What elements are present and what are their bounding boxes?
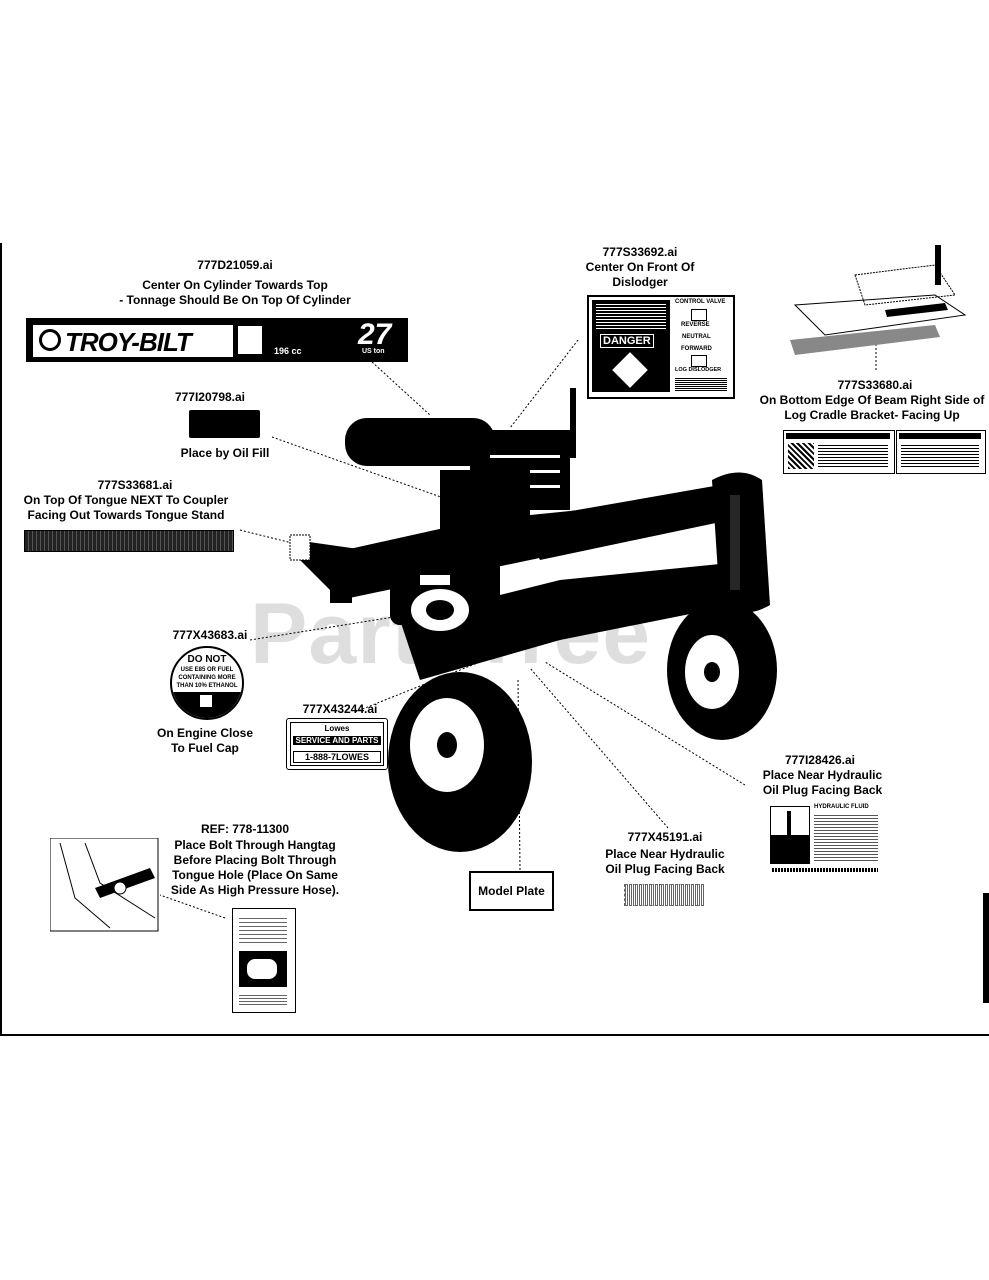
callout-code-tongue: 777S33681.ai bbox=[97, 478, 173, 492]
edge-mark bbox=[983, 893, 989, 1003]
callout-text-hydraulic-back-2: Oil Plug Facing Back bbox=[762, 783, 883, 797]
sun-logo-icon bbox=[238, 326, 262, 354]
engine bbox=[390, 545, 500, 633]
lowes-top: Lowes bbox=[324, 724, 350, 733]
leader-cylinder bbox=[371, 361, 431, 416]
callout-code-dislodger: 777S33692.ai bbox=[602, 245, 678, 259]
donot-line1: DO NOT bbox=[187, 654, 227, 665]
model-plate-box: Model Plate bbox=[469, 871, 554, 911]
donot-line3: CONTAINING MORE bbox=[178, 675, 236, 681]
leader-hydraulic-plug bbox=[529, 667, 669, 829]
cv-reverse: REVERSE bbox=[681, 322, 710, 328]
callout-code-log-cradle: 777S33680.ai bbox=[837, 378, 913, 392]
down-arrow-icon bbox=[691, 355, 707, 367]
troybilt-ton-unit: US ton bbox=[362, 348, 385, 355]
callout-text-log-cradle-2: Log Cradle Bracket- Facing Up bbox=[784, 408, 960, 422]
callout-text-log-cradle-1: On Bottom Edge Of Beam Right Side of bbox=[759, 393, 985, 407]
cv-neutral: NEUTRAL bbox=[682, 334, 711, 340]
troybilt-engine: 196 cc bbox=[274, 346, 302, 356]
log-cradle-decal-left bbox=[783, 430, 895, 474]
callout-code-fuel-cap: 777X43683.ai bbox=[172, 628, 248, 642]
callout-text-cylinder-2: - Tonnage Should Be On Top Of Cylinder bbox=[119, 293, 351, 307]
fuel-pump-icon bbox=[200, 695, 212, 707]
callout-text-tongue-1: On Top Of Tongue NEXT To Coupler bbox=[23, 493, 229, 507]
callout-text-hangtag-4: Side As High Pressure Hose). bbox=[170, 883, 340, 897]
donot-line2: USE E85 OR FUEL bbox=[180, 667, 234, 673]
callout-text-hydraulic-plug-2: Oil Plug Facing Back bbox=[605, 862, 725, 876]
log-cradle-decal-right bbox=[896, 430, 986, 474]
hazard-icon bbox=[612, 352, 648, 388]
lowes-mid: SERVICE AND PARTS bbox=[293, 736, 381, 745]
model-plate-label: Model Plate bbox=[478, 884, 545, 898]
up-arrow-icon bbox=[691, 309, 707, 321]
callout-text-cylinder-1: Center On Cylinder Towards Top bbox=[142, 278, 328, 292]
diagram-frame bbox=[0, 243, 989, 1036]
log-cradle-detail-sketch bbox=[785, 245, 985, 375]
troybilt-brand: TROY-BILT bbox=[65, 327, 192, 357]
callout-text-dislodger-2: Dislodger bbox=[612, 275, 668, 289]
callout-code-hydraulic-back: 777I28426.ai bbox=[784, 753, 856, 767]
callout-text-oil-fill: Place by Oil Fill bbox=[180, 446, 270, 460]
hangtag-decal bbox=[232, 908, 296, 1013]
leader-hydraulic-back bbox=[544, 661, 746, 786]
callout-code-hydraulic-plug: 777X45191.ai bbox=[627, 830, 703, 844]
control-valve-title: CONTROL VALVE bbox=[675, 299, 726, 305]
callout-code-lowes: 777X43244.ai bbox=[302, 702, 378, 716]
hydraulic-plug-decal bbox=[624, 884, 704, 906]
callout-text-hangtag-2: Before Placing Bolt Through bbox=[173, 853, 337, 867]
cv-dislodger: LOG DISLODGER bbox=[675, 367, 722, 373]
cv-forward: FORWARD bbox=[681, 346, 712, 352]
troybilt-logo-icon bbox=[39, 329, 61, 351]
left-wheel bbox=[388, 672, 532, 852]
callout-text-hangtag-3: Tongue Hole (Place On Same bbox=[172, 868, 338, 882]
troybilt-decal: TROY-BILT 196 cc 27 US ton bbox=[26, 318, 408, 362]
tongue bbox=[289, 534, 400, 603]
danger-word: DANGER bbox=[600, 334, 654, 348]
fuel-warning-decal: DO NOT USE E85 OR FUEL CONTAINING MORE T… bbox=[170, 646, 244, 720]
callout-code-cylinder: 777D21059.ai bbox=[197, 258, 273, 272]
callout-code-oil-fill: 777I20798.ai bbox=[174, 390, 246, 404]
leader-fuel-cap bbox=[249, 611, 426, 641]
hydraulic-cylinder bbox=[345, 388, 576, 540]
callout-text-fuel-cap-2: To Fuel Cap bbox=[171, 741, 239, 755]
lowes-service-decal: Lowes SERVICE AND PARTS 1-888-7LOWES bbox=[286, 718, 388, 770]
callout-text-dislodger-1: Center On Front Of bbox=[585, 260, 695, 274]
leader-hangtag bbox=[159, 894, 226, 919]
right-wheel bbox=[667, 600, 777, 740]
hydraulic-fluid-decal: HYDRAULIC FLUID bbox=[768, 802, 880, 874]
tongue-decal bbox=[24, 530, 234, 552]
hangtag-detail-sketch bbox=[49, 837, 160, 933]
lowes-phone: 1-888-7LOWES bbox=[293, 751, 381, 763]
callout-text-hydraulic-plug-1: Place Near Hydraulic bbox=[605, 847, 725, 861]
donot-line4: THAN 10% ETHANOL bbox=[176, 683, 238, 689]
callout-text-hydraulic-back-1: Place Near Hydraulic bbox=[762, 768, 883, 782]
beam-base bbox=[400, 560, 760, 680]
callout-text-tongue-2: Facing Out Towards Tongue Stand bbox=[27, 508, 225, 522]
danger-control-decal: DANGER CONTROL VALVE REVERSE NEUTRAL FOR… bbox=[587, 295, 735, 399]
troybilt-tonnage: 27 bbox=[358, 318, 392, 351]
callout-code-hangtag: REF: 778-11300 bbox=[200, 822, 290, 836]
leader-dislodger bbox=[509, 339, 579, 429]
callout-text-fuel-cap-1: On Engine Close bbox=[156, 726, 253, 740]
oil-fill-decal bbox=[189, 410, 260, 438]
callout-text-hangtag-1: Place Bolt Through Hangtag bbox=[174, 838, 336, 852]
end-plate bbox=[712, 472, 770, 613]
hydraulic-fluid-title: HYDRAULIC FLUID bbox=[814, 804, 869, 810]
leader-oil-fill bbox=[271, 436, 529, 529]
